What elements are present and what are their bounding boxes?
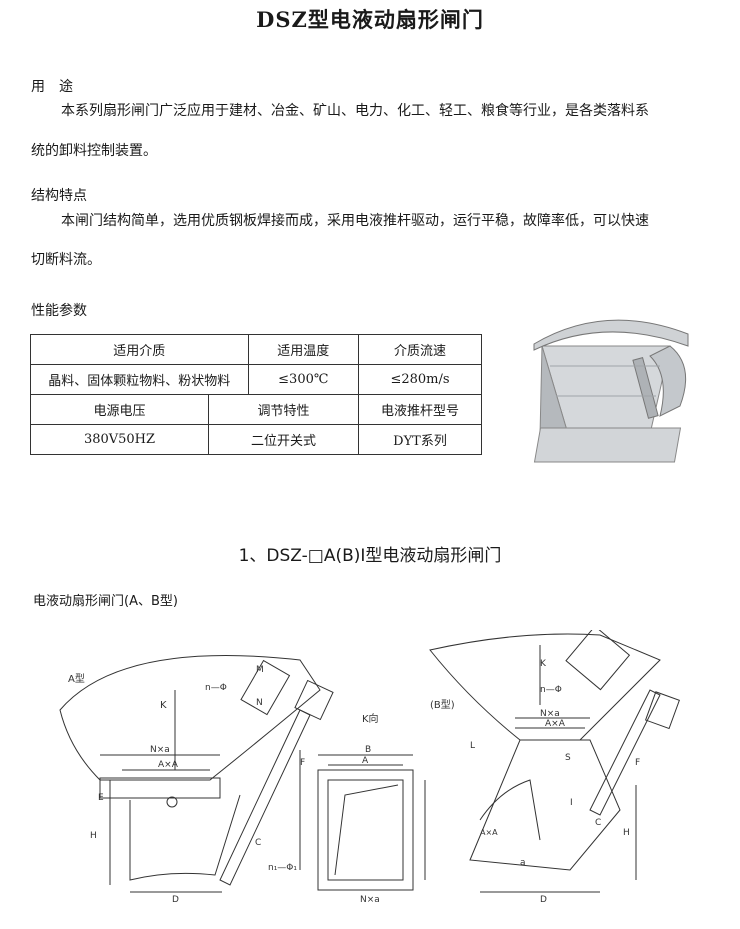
spec-cell: DYT系列 bbox=[357, 424, 483, 455]
dim-axa: A×A bbox=[158, 760, 179, 770]
dim-s: S bbox=[565, 753, 571, 763]
hopper-outline-b bbox=[429, 633, 661, 741]
dim-nxa-2: N×a bbox=[360, 895, 380, 905]
spec-cell: 二位开关式 bbox=[208, 424, 359, 455]
spec-cell: 晶料、固体颗粒物料、粉状物料 bbox=[30, 364, 249, 395]
b-actuator-rod bbox=[589, 689, 661, 816]
dim-f-b: F bbox=[635, 758, 640, 768]
spec-cell: 电源电压 bbox=[30, 394, 209, 425]
dim-axa-b2: A×A bbox=[480, 828, 498, 837]
structure-heading: 结构特点 bbox=[31, 188, 87, 204]
gate-frame bbox=[99, 777, 221, 799]
k-view-inner bbox=[327, 779, 404, 881]
b-actuator-motor bbox=[644, 691, 680, 730]
dim-e: E bbox=[98, 793, 104, 803]
sector-gate bbox=[129, 794, 241, 881]
dim-n1-phi1: n₁—Φ₁ bbox=[268, 863, 297, 873]
dim-n-phi-b: n—Φ bbox=[540, 685, 562, 695]
spec-cell: 介质流速 bbox=[358, 334, 482, 365]
structure-line-1: 本闸门结构简单，选用优质钢板焊接而成，采用电液推杆驱动，运行平稳，故障率低，可以… bbox=[61, 213, 649, 229]
spec-cell: 电液推杆型号 bbox=[357, 394, 483, 425]
dim-axa-b: A×A bbox=[545, 719, 566, 729]
dim-k-b: K bbox=[540, 659, 547, 669]
k-view-gate-edge bbox=[334, 784, 399, 876]
dim-c: C bbox=[255, 838, 261, 848]
usage-line-2: 统的卸料控制装置。 bbox=[31, 143, 157, 159]
b-flange-detail bbox=[565, 630, 631, 691]
a-type-label: A型 bbox=[68, 672, 85, 685]
usage-heading: 用 途 bbox=[31, 79, 73, 95]
dim-nxa-b: N×a bbox=[540, 709, 560, 719]
spec-cell: ≤280m/s bbox=[358, 364, 482, 395]
dim-d-b: D bbox=[540, 895, 547, 905]
spec-table: 适用介质 适用温度 介质流速 晶料、固体颗粒物料、粉状物料 ≤300℃ ≤280… bbox=[30, 334, 483, 455]
performance-heading: 性能参数 bbox=[31, 303, 87, 319]
drawing-subtitle: 电液动扇形闸门(A、B型) bbox=[33, 594, 178, 609]
k-view-frame bbox=[317, 769, 414, 891]
dim-h: H bbox=[90, 831, 97, 841]
structure-line-2: 切断料流。 bbox=[31, 252, 101, 268]
dim-b: B bbox=[365, 745, 371, 755]
b-sector-gate bbox=[479, 779, 541, 841]
section-title: 1、DSZ-□A(B)Ⅰ型电液动扇形闸门 bbox=[238, 546, 502, 566]
dim-l: L bbox=[470, 741, 475, 751]
flange-detail bbox=[240, 659, 291, 716]
hopper-outline bbox=[59, 655, 321, 781]
dim-nxa: N×a bbox=[150, 745, 170, 755]
pivot-circle bbox=[166, 796, 178, 808]
dim-m: M bbox=[256, 665, 264, 675]
dim-a: A bbox=[362, 756, 369, 766]
spec-cell: ≤300℃ bbox=[247, 364, 360, 395]
page-title: DSZ型电液动扇形闸门 bbox=[256, 7, 484, 32]
b-type-label: (B型) bbox=[430, 698, 455, 711]
dim-n-phi: n—Φ bbox=[205, 683, 227, 693]
dim-h-b: H bbox=[623, 828, 630, 838]
dim-alpha: a bbox=[520, 858, 526, 868]
dim-f: F bbox=[300, 758, 305, 768]
actuator-rod bbox=[219, 709, 311, 886]
technical-drawing: A型 K n—Φ N×a A×A E H D C F M N K向 B A N×… bbox=[59, 630, 680, 905]
spec-cell: 380V50HZ bbox=[30, 424, 209, 455]
usage-line-1: 本系列扇形闸门广泛应用于建材、冶金、矿山、电力、化工、轻工、粮食等行业，是各类落… bbox=[61, 103, 649, 119]
spec-cell: 适用温度 bbox=[247, 334, 360, 365]
spec-cell: 适用介质 bbox=[30, 334, 249, 365]
gate-product-image bbox=[533, 319, 689, 463]
dim-i: I bbox=[570, 798, 573, 808]
dim-n: N bbox=[256, 698, 263, 708]
k-view-label: K向 bbox=[362, 712, 379, 725]
dim-c-b: C bbox=[595, 818, 601, 828]
actuator-motor bbox=[294, 679, 334, 721]
b-gate-body bbox=[469, 739, 621, 871]
dim-k: K bbox=[160, 700, 167, 711]
spec-cell: 调节特性 bbox=[208, 394, 359, 425]
dim-d: D bbox=[172, 895, 179, 905]
